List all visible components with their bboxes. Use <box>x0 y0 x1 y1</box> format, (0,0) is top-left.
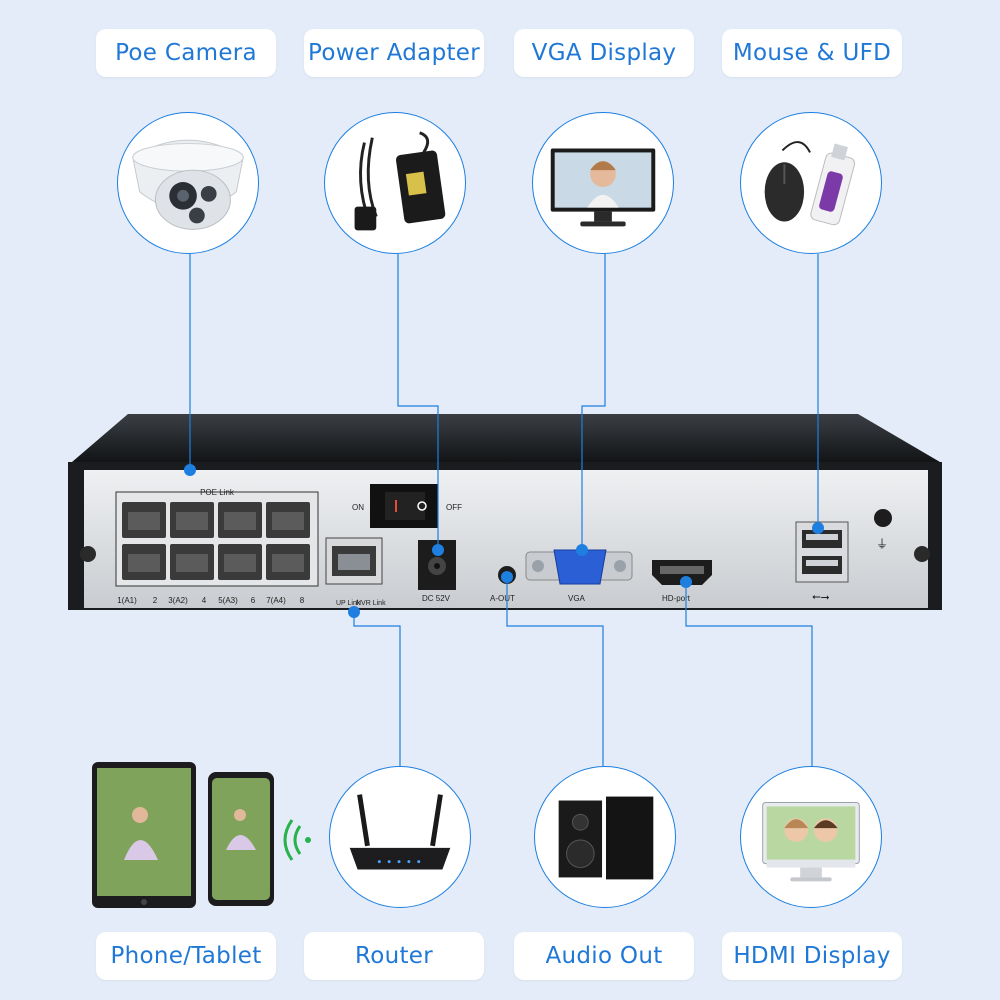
port-label-5: 5(A3) <box>218 596 238 605</box>
router-image <box>329 766 471 908</box>
port-label-6: 6 <box>251 596 256 605</box>
poe-camera-label: Poe Camera <box>96 29 276 77</box>
vga-text: VGA <box>568 594 586 603</box>
dc-text: DC 52V <box>422 594 451 603</box>
power-adapter-label: Power Adapter <box>304 29 484 77</box>
port-label-4: 4 <box>202 596 207 605</box>
vga-display-label: VGA Display <box>514 29 694 77</box>
poe-camera-image <box>117 112 259 254</box>
ground-icon: ⏚ <box>876 537 888 551</box>
audio-out-label: Audio Out <box>514 932 694 980</box>
phone-tablet-label: Phone/Tablet <box>96 932 276 980</box>
mouse-ufd-image <box>740 112 882 254</box>
port-label-7: 7(A4) <box>266 596 286 605</box>
router-label: Router <box>304 932 484 980</box>
vga-display-image <box>532 112 674 254</box>
speaker-image <box>534 766 676 908</box>
port-label-1: 1(A1) <box>117 596 137 605</box>
nvr-link-text: NVR Link <box>356 600 386 607</box>
hd-port-text: HD-port <box>662 594 691 603</box>
up-link-text: UP Link <box>336 600 361 607</box>
off-text: OFF <box>446 503 462 512</box>
hdmi-display-label: HDMI Display <box>722 932 902 980</box>
port-label-2: 2 <box>153 596 158 605</box>
wifi-icon <box>283 819 311 861</box>
usb-icon: ⭠⭢ <box>812 591 830 603</box>
mouse-ufd-label: Mouse & UFD <box>722 29 902 77</box>
hdmi-display-image <box>740 766 882 908</box>
port-label-8: 8 <box>300 596 305 605</box>
power-adapter-image <box>324 112 466 254</box>
poe-link-text: POE Link <box>200 488 235 497</box>
a-out-text: A-OUT <box>490 594 515 603</box>
port-label-3: 3(A2) <box>168 596 188 605</box>
on-text: ON <box>352 503 364 512</box>
